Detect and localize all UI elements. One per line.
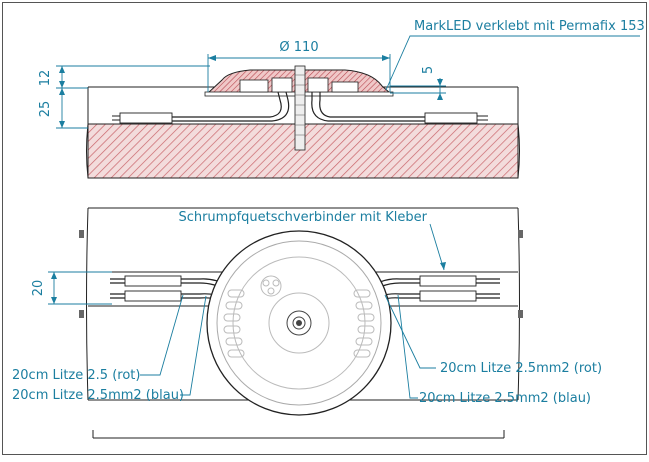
connector-section-right [424,112,478,124]
diameter-label: Ø 110 [279,40,318,55]
height-top-label: 12 [38,70,53,87]
plan-view: 20 Schrumpfquetschverbinder mit Kleber 2… [12,207,602,439]
connector-label: Schrumpfquetschverbinder mit Kleber [178,210,427,225]
wire-red-left-label: 20cm Litze 2.5 (rot) [12,368,140,383]
connector-plan-left-top [124,275,182,287]
connector-section-left [119,112,173,124]
wire-blue-right-label: 20cm Litze 2.5mm2 (blau) [419,391,591,406]
connector-plan-right-top [419,275,477,287]
section-view: Ø 110 12 25 5 MarkLED verklebt mit Perma… [38,19,645,179]
cable-spacing-label: 20 [31,280,46,297]
connector-plan-right-bottom [419,290,477,302]
connector-plan-left-bottom [124,290,182,302]
markled-label: MarkLED verklebt mit Permafix 153 [414,19,645,34]
wire-blue-left-label: 20cm Litze 2.5mm2 (blau) [12,388,184,403]
frame-border [2,2,647,455]
wire-red-right-label: 20cm Litze 2.5mm2 (rot) [440,361,602,376]
depth-label: 5 [421,66,436,74]
screw [294,65,306,151]
height-bottom-label: 25 [38,101,53,118]
